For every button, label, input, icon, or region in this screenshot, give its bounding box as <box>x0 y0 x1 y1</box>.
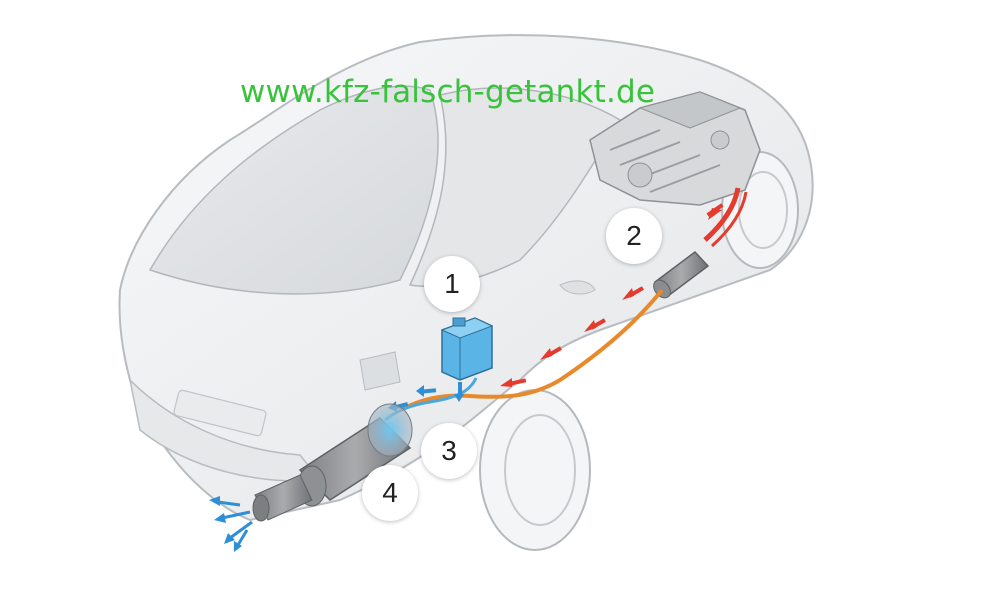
callout-4: 4 <box>362 465 418 521</box>
exhaust-pipe <box>399 288 664 412</box>
callout-1: 1 <box>424 256 480 312</box>
rear-wheel <box>479 389 591 551</box>
callout-4-label: 4 <box>382 477 398 508</box>
rear-window <box>148 85 439 295</box>
rear-wheel-rim <box>504 414 576 526</box>
engine <box>589 91 761 206</box>
callout-3: 3 <box>421 423 477 479</box>
emission-arrows <box>209 496 253 552</box>
exhaust-flow-arrows <box>500 203 726 387</box>
exhaust-manifold-pipe <box>703 187 741 242</box>
licence-plate-area <box>173 389 267 437</box>
tail-light <box>359 351 401 391</box>
scr-converter <box>297 403 413 507</box>
adblue-tank <box>440 317 494 381</box>
callout-1-label: 1 <box>444 268 460 299</box>
tailpipe <box>252 474 313 522</box>
watermark-url: www.kfz-falsch-getankt.de <box>240 74 656 110</box>
callout-2-label: 2 <box>626 220 642 251</box>
callout-2: 2 <box>606 208 662 264</box>
catalytic-converter <box>653 250 710 299</box>
side-window <box>408 87 622 288</box>
door-handle <box>559 280 596 295</box>
callout-3-label: 3 <box>441 435 457 466</box>
